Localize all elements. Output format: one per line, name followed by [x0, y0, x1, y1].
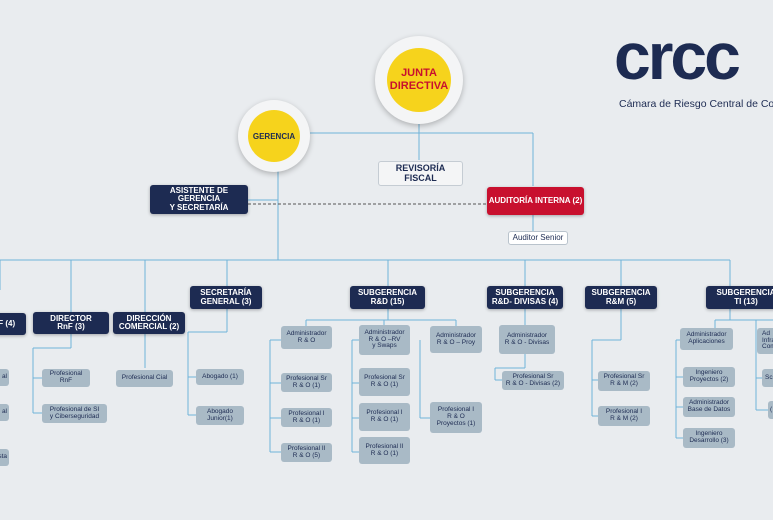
auditoria-interna-box: AUDITORÍA INTERNA (2)	[487, 187, 584, 215]
unit-ti-item: (	[768, 401, 773, 419]
unit-secretaria-item: Abogado Junior(1)	[196, 406, 244, 425]
junta-directiva-label: JUNTA DIRECTIVA	[387, 48, 451, 112]
unit-rd-item: Administrador R & O –RV y Swaps	[359, 325, 410, 355]
unit-rd-item: Administrador R & O – Proy	[430, 326, 482, 353]
unit-rd-item: Administrador R & O	[281, 326, 332, 349]
unit-rnf-item: Profesional RnF	[42, 369, 90, 387]
unit-ti-item: Ingeniero Desarrollo (3)	[683, 428, 735, 448]
unit-rd-item: Profesional Sr R & O (1)	[359, 368, 410, 396]
unit-yf-item: al	[0, 404, 9, 421]
crcc-logo: crcc	[614, 19, 741, 93]
unit-comercial-item: Profesional Cial	[116, 370, 173, 387]
unit-rd-item: Profesional I R & O Proyectos (1)	[430, 402, 482, 433]
unit-comercial-title: DIRECCIÓN COMERCIAL (2)	[113, 312, 185, 334]
unit-rnf-item: Profesional de SI y Ciberseguridad	[42, 404, 107, 423]
unit-yf-item: al	[0, 369, 9, 386]
unit-rm-item: Profesional Sr R & M (2)	[598, 371, 650, 391]
unit-ti-item: Administrador Base de Datos	[683, 397, 735, 417]
unit-rd-item: Profesional II R & O (1)	[359, 437, 410, 464]
unit-ti-title: SUBGERENCIA TI (13)	[706, 286, 773, 309]
unit-rd-item: Profesional II R & O (5)	[281, 443, 332, 462]
unit-rd-item: Profesional Sr R & O (1)	[281, 373, 332, 392]
revisoria-fiscal-box: REVISORÍA FISCAL	[378, 161, 463, 186]
unit-rd-item: Profesional I R & O (1)	[359, 403, 410, 431]
unit-rd-title: SUBGERENCIA R&D (15)	[350, 286, 425, 309]
gerencia-circle: GERENCIA	[238, 100, 310, 172]
unit-divisas-item: Administrador R & O - Divisas	[499, 325, 555, 354]
unit-rm-title: SUBGERENCIA R&M (5)	[585, 286, 657, 309]
unit-divisas-item: Profesional Sr R & O - Divisas (2)	[502, 371, 564, 390]
unit-secretaria-title: SECRETARÍA GENERAL (3)	[190, 286, 262, 309]
unit-ti-item: Administrador Aplicaciones	[680, 328, 733, 350]
auditor-senior-box: Auditor Senior	[508, 231, 568, 245]
unit-yf-item: sta	[0, 449, 9, 466]
asistente-gerencia-box: ASISTENTE DE GERENCIA Y SECRETARÍA	[150, 185, 248, 214]
unit-ti-item: Ingeniero Proyectos (2)	[683, 367, 735, 387]
gerencia-label: GERENCIA	[248, 110, 300, 162]
unit-divisas-title: SUBGERENCIA R&D- DIVISAS (4)	[487, 286, 563, 309]
unit-yf-title: Y F (4)	[0, 313, 26, 335]
unit-rd-item: Profesional I R & O (1)	[281, 408, 332, 427]
unit-ti-item: Sc	[762, 369, 773, 387]
logo-subtitle: Cámara de Riesgo Central de Con	[619, 98, 773, 110]
unit-rnf-title: DIRECTOR RnF (3)	[33, 312, 109, 334]
unit-rm-item: Profesional I R & M (2)	[598, 406, 650, 426]
junta-directiva-circle: JUNTA DIRECTIVA	[375, 36, 463, 124]
unit-secretaria-item: Abogado (1)	[196, 369, 244, 385]
unit-ti-item: Ad Infra Com	[757, 328, 773, 354]
